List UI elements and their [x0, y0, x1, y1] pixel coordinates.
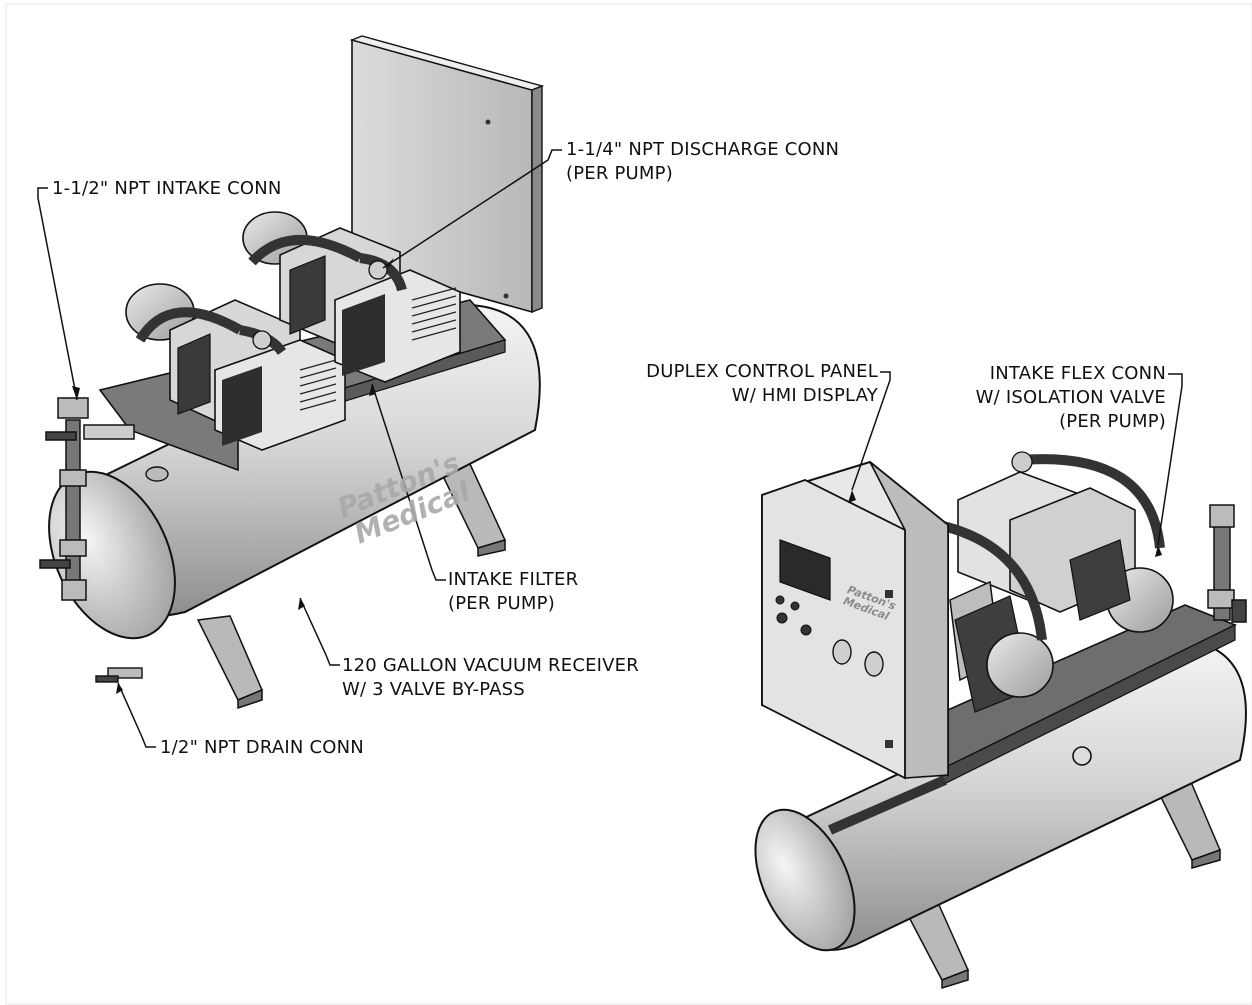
- left-pump-front: [125, 283, 346, 451]
- right-intake-piping: [1207, 504, 1247, 623]
- right-tank: [754, 638, 1247, 952]
- label-intake-filter: INTAKE FILTER (PER PUMP): [448, 568, 578, 616]
- hmi-display: [779, 539, 831, 601]
- left-cabinet: [349, 35, 545, 314]
- left-bypass-piping: [39, 397, 135, 601]
- label-discharge-conn: 1-1/4" NPT DISCHARGE CONN (PER PUMP): [566, 138, 839, 186]
- label-control-panel: DUPLEX CONTROL PANEL W/ HMI DISPLAY: [646, 360, 878, 408]
- left-unit: [39, 35, 545, 710]
- label-line: INTAKE FILTER: [448, 569, 579, 590]
- label-line: W/ 3 VALVE BY-PASS: [342, 679, 525, 700]
- label-line: (PER PUMP): [566, 163, 673, 184]
- label-line: W/ HMI DISPLAY: [731, 385, 878, 406]
- control-panel: [761, 460, 949, 780]
- right-unit: [754, 451, 1247, 990]
- right-pump-front: [949, 580, 1054, 713]
- label-line: W/ ISOLATION VALVE: [975, 387, 1166, 408]
- right-pump-back: [957, 471, 1174, 633]
- leader-lines: [37, 149, 1183, 748]
- leader-arrowheads: [72, 258, 1162, 694]
- frame-border: [5, 3, 1252, 1005]
- label-line: 1-1/2" NPT INTAKE CONN: [52, 178, 282, 199]
- label-line: 1-1/4" NPT DISCHARGE CONN: [566, 139, 840, 160]
- label-line: INTAKE FLEX CONN: [989, 363, 1166, 384]
- left-drain-valve: [95, 667, 143, 683]
- label-intake-conn: 1-1/2" NPT INTAKE CONN: [52, 177, 282, 201]
- left-legs: [196, 463, 507, 710]
- label-line: 120 GALLON VACUUM RECEIVER: [342, 655, 639, 676]
- label-line: DUPLEX CONTROL PANEL: [646, 361, 878, 382]
- label-intake-flex: INTAKE FLEX CONN W/ ISOLATION VALVE (PER…: [976, 362, 1166, 434]
- label-line: (PER PUMP): [1059, 411, 1166, 432]
- left-pump-back: [242, 211, 461, 383]
- label-line: 1/2" NPT DRAIN CONN: [160, 737, 364, 758]
- label-line: (PER PUMP): [448, 593, 555, 614]
- label-drain-conn: 1/2" NPT DRAIN CONN: [160, 736, 364, 760]
- label-receiver: 120 GALLON VACUUM RECEIVER W/ 3 VALVE BY…: [342, 654, 639, 702]
